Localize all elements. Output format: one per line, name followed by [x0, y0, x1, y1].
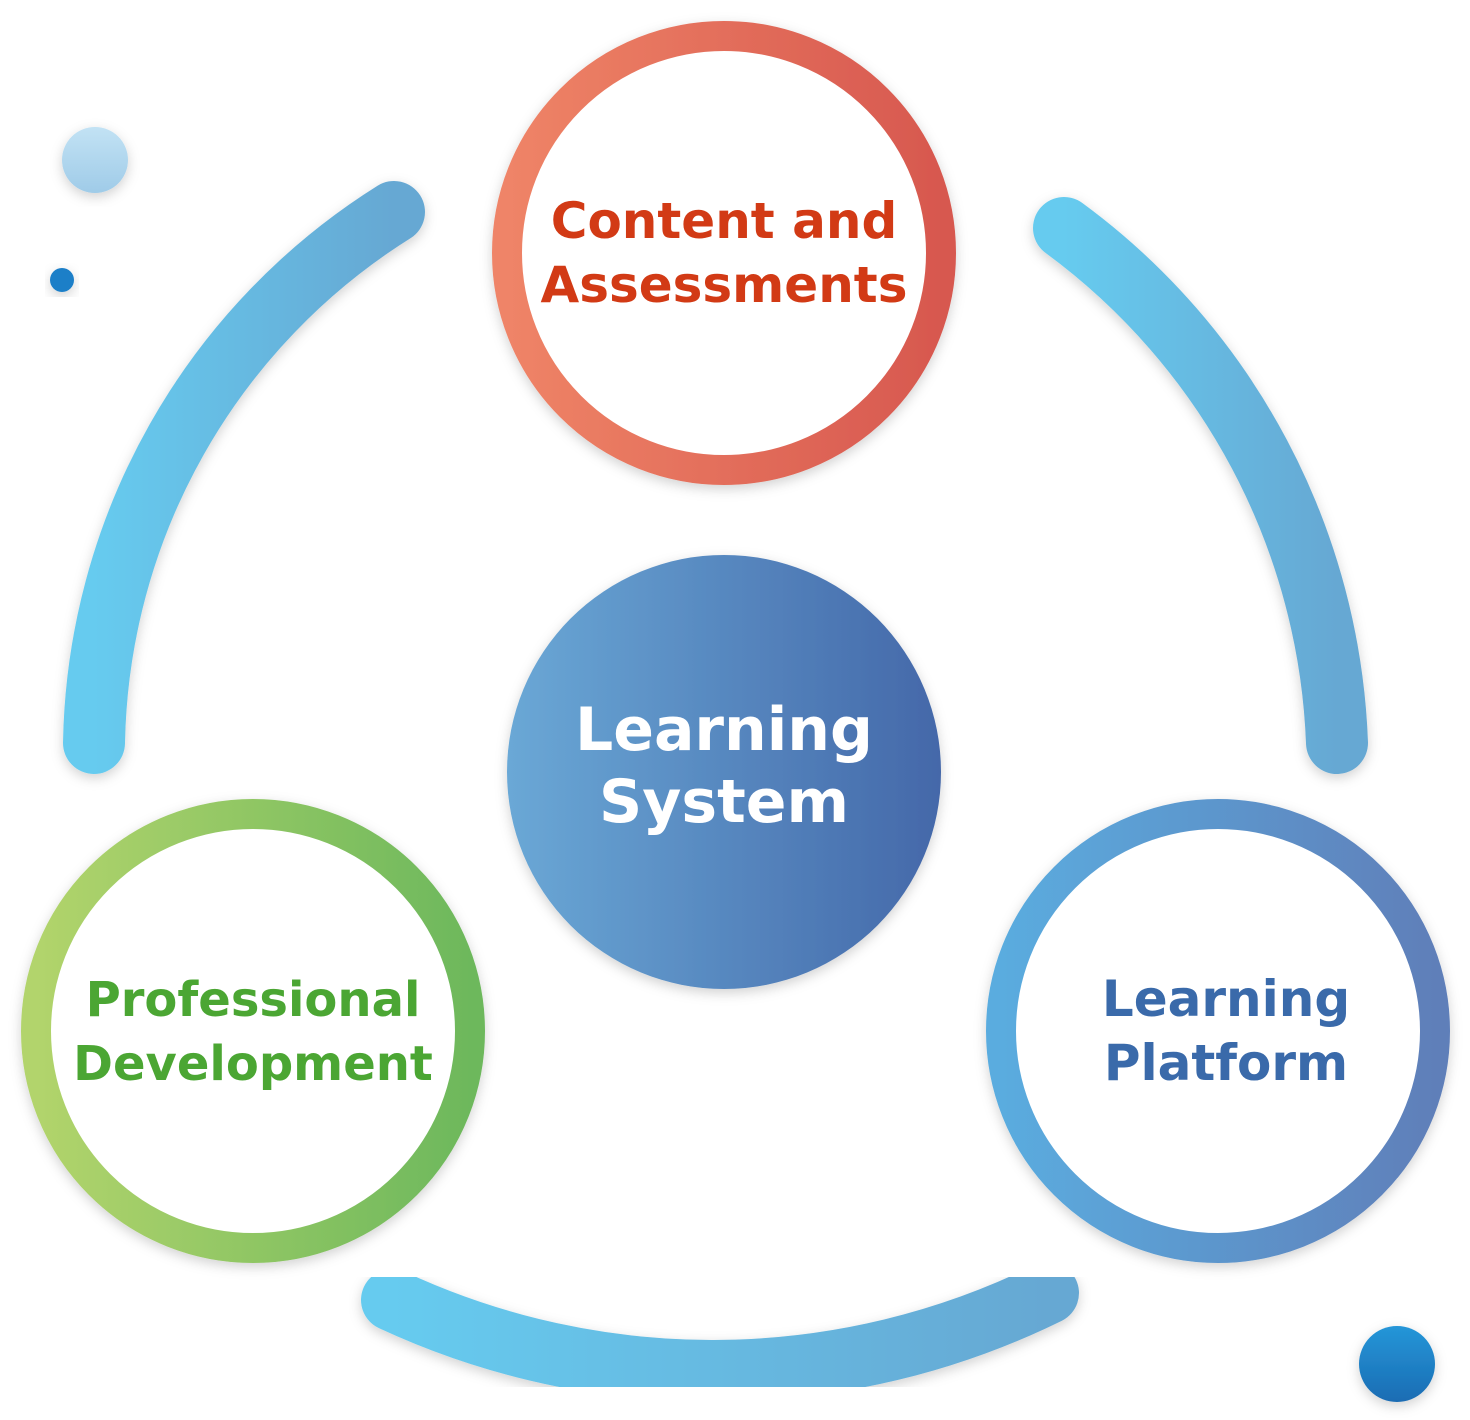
center-circle: [507, 555, 941, 989]
center-line2: System: [599, 767, 849, 837]
decorative-dot-large-light: [62, 127, 128, 193]
node-ring-left: [21, 799, 485, 1263]
arc-left: [63, 181, 425, 774]
arc-right: [1033, 197, 1368, 774]
node-ring-top: [492, 21, 956, 485]
node-left-line2: Development: [73, 1036, 433, 1092]
node-right-line2: Platform: [1104, 1034, 1348, 1092]
node-right-line1: Learning: [1102, 970, 1350, 1028]
node-professional-development: Professional Development: [21, 799, 485, 1263]
center-line1: Learning: [575, 695, 873, 765]
arc-bottom: [361, 1262, 1079, 1402]
node-ring-right: [986, 799, 1450, 1263]
decorative-dot-small: [50, 268, 74, 292]
node-left-line1: Professional: [86, 972, 421, 1028]
node-top-line2: Assessments: [541, 256, 908, 314]
node-learning-platform: Learning Platform: [986, 799, 1450, 1263]
node-top-line1: Content and: [551, 192, 897, 250]
node-learning-system: Learning System: [507, 555, 941, 989]
decorative-dot-bottom-right: [1359, 1326, 1435, 1402]
node-content-assessments: Content and Assessments: [492, 21, 956, 485]
